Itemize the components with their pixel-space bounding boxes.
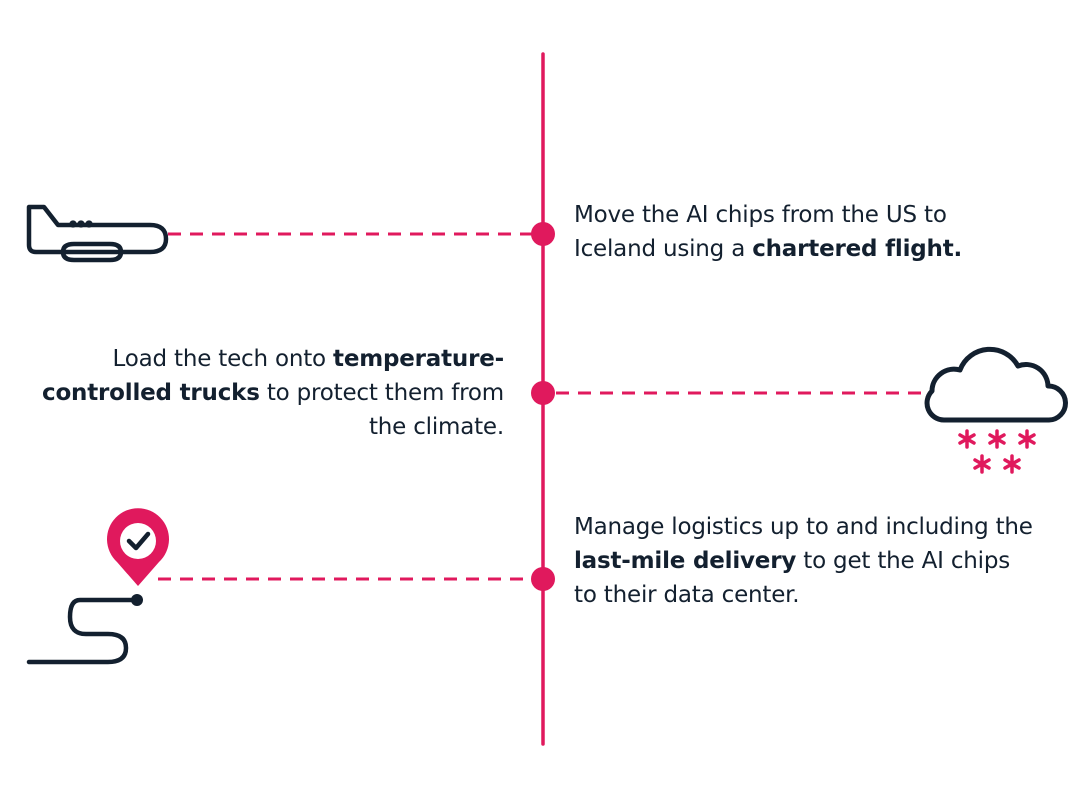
checkmark-icon [126, 531, 151, 551]
snow-cloud-icon [924, 346, 1068, 474]
cloud-outline [924, 346, 1068, 423]
location-route-icon [26, 508, 170, 665]
step-2-text: Load the tech onto temperature-controlle… [30, 342, 504, 444]
timeline-dot-1 [531, 222, 555, 246]
step-1-text-plain: Move the AI chips from the US to Iceland… [574, 202, 947, 262]
step-3-text-tail: to get the AI chips to their data center… [574, 548, 1011, 608]
snowflakes [958, 429, 1036, 474]
step-3-text: Manage logistics up to and including the… [574, 510, 1034, 612]
step-3-text-bold: last-mile delivery [574, 548, 797, 574]
timeline-dot-3 [531, 567, 555, 591]
step-2-text-bold: temperature-controlled trucks [42, 346, 504, 406]
step-3-text-plain: Manage logistics up to and including the [574, 514, 1033, 540]
step-2-text-tail: to protect them from the climate. [259, 380, 504, 440]
airplane-icon [26, 204, 169, 263]
route-path [26, 597, 140, 665]
route-start-dot [131, 594, 143, 606]
step-1-text-bold: chartered flight. [752, 236, 963, 262]
timeline-dot-2 [531, 381, 555, 405]
step-2-text-plain: Load the tech onto [112, 346, 334, 372]
step-1-text: Move the AI chips from the US to Iceland… [574, 198, 1034, 266]
